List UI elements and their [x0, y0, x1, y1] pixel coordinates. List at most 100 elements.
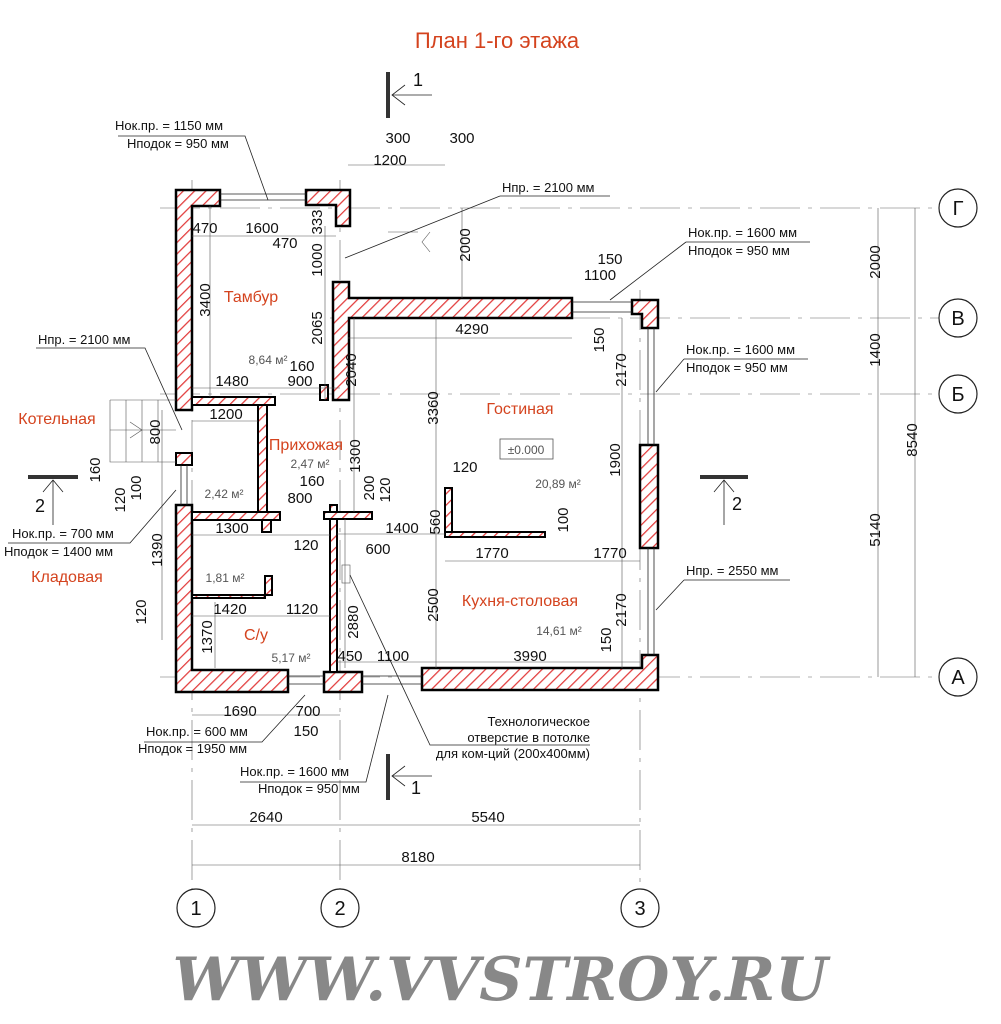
dimension-value: 120 — [112, 487, 129, 512]
note-n8: Нок.пр. = 1600 мм — [240, 764, 349, 779]
dimension-value: 2000 — [457, 228, 474, 261]
section-mark-2-left: 2 — [35, 496, 45, 516]
note-n5: Нподок = 1400 мм — [4, 544, 113, 559]
note-n9: отверстие в потолке — [467, 730, 590, 745]
dimension-value: 600 — [365, 541, 390, 558]
note-n7: Нподок = 1950 мм — [138, 741, 247, 756]
area-kotelnaya: 2,42 м² — [205, 487, 244, 501]
dimension-value: 1420 — [213, 601, 246, 618]
room-label-kladovaya: Кладовая — [31, 569, 103, 586]
note-n5: Нок.пр. = 700 мм — [12, 526, 114, 541]
leader-lines — [8, 135, 810, 783]
dimension-value: 4290 — [455, 321, 488, 338]
note-n0: Нподок = 950 мм — [127, 136, 229, 151]
area-kladovaya: 1,81 м² — [206, 571, 245, 585]
area-su: 5,17 м² — [272, 651, 311, 665]
dimension-value: 100 — [128, 475, 145, 500]
note-n1: Нпр. = 2100 мм — [502, 180, 595, 195]
dimension-value: 1200 — [209, 406, 242, 423]
dimension-value: 2170 — [613, 593, 630, 626]
room-label-prikhozhaya: Прихожая — [269, 437, 343, 454]
axis-label-1: 1 — [190, 898, 201, 920]
note-n8: Нподок = 950 мм — [258, 781, 360, 796]
note-n3: Нок.пр. = 1600 мм — [686, 342, 795, 357]
dimension-value: 200 — [361, 475, 378, 500]
note-n6: Нпр. = 2550 мм — [686, 563, 779, 578]
dimension-value: 150 — [591, 327, 608, 352]
dimension-value: 5540 — [471, 809, 504, 826]
dimension-value: 1600 — [245, 220, 278, 237]
axis-label-a: А — [951, 667, 965, 689]
dimension-value: 300 — [385, 130, 410, 147]
dimension-value: 120 — [293, 537, 318, 554]
dimension-value: 2500 — [425, 588, 442, 621]
note-n3: Нподок = 950 мм — [686, 360, 788, 375]
dimension-value: 1400 — [385, 520, 418, 537]
dimension-value: 1480 — [215, 373, 248, 390]
section-mark-2-right: 2 — [732, 494, 742, 514]
dimension-value: 3360 — [425, 391, 442, 424]
room-label-gostinaya: Гостиная — [486, 401, 553, 418]
dimension-value: 1770 — [475, 545, 508, 562]
dimension-value: 120 — [133, 599, 150, 624]
dimension-value: 900 — [287, 373, 312, 390]
dimension-value: 1370 — [199, 620, 216, 653]
area-kukhnya: 14,61 м² — [536, 624, 582, 638]
walls — [174, 188, 660, 694]
dimension-value: 560 — [427, 509, 444, 534]
dimension-value: 300 — [449, 130, 474, 147]
watermark: WWW.VVSTROY.RU — [172, 945, 831, 1015]
room-label-kotelnaya: Котельная — [18, 411, 95, 428]
dimension-value: 450 — [337, 648, 362, 665]
dimension-value: 800 — [287, 490, 312, 507]
area-prikhozhaya: 2,47 м² — [291, 457, 330, 471]
axis-label-3: 3 — [634, 898, 645, 920]
axis-label-b: Б — [951, 384, 964, 406]
room-label-su: С/у — [244, 627, 268, 644]
note-n9: для ком-ций (200х400мм) — [436, 746, 590, 761]
room-label-tambur: Тамбур — [224, 289, 278, 306]
dimension-value: 1300 — [215, 520, 248, 537]
dimension-value: 1390 — [149, 533, 166, 566]
dimension-value: 800 — [147, 419, 164, 444]
dimension-value: 1770 — [593, 545, 626, 562]
dimension-value: 1900 — [607, 443, 624, 476]
dimension-value: 160 — [289, 358, 314, 375]
page-title: План 1-го этажа — [415, 28, 580, 53]
area-tambur: 8,64 м² — [249, 353, 288, 367]
axis-bubbles — [176, 188, 978, 928]
note-n4: Нпр. = 2100 мм — [38, 332, 131, 347]
note-n0: Нок.пр. = 1150 мм — [115, 118, 223, 133]
dimension-value: 2880 — [345, 605, 362, 638]
axis-label-g: Г — [953, 198, 964, 220]
dimension-value: 1690 — [223, 703, 256, 720]
dimension-value: 150 — [597, 251, 622, 268]
dimension-value: 160 — [87, 457, 104, 482]
dimension-value: 120 — [452, 459, 477, 476]
dimension-value: 470 — [272, 235, 297, 252]
area-gostinaya: 20,89 м² — [535, 477, 581, 491]
dimension-value: 333 — [309, 209, 326, 234]
dimension-value: 1300 — [347, 439, 364, 472]
dimension-value: 150 — [293, 723, 318, 740]
dimension-value: 2065 — [309, 311, 326, 344]
dimension-value: 700 — [295, 703, 320, 720]
axis-label-2: 2 — [334, 898, 345, 920]
dimension-value: 100 — [555, 507, 572, 532]
dimension-value: 3400 — [197, 283, 214, 316]
dimension-value: 1000 — [309, 243, 326, 276]
dimension-value: 1100 — [584, 267, 616, 284]
dimension-value: 2640 — [249, 809, 282, 826]
dimension-value: 120 — [377, 477, 394, 502]
note-n2: Нок.пр. = 1600 мм — [688, 225, 797, 240]
note-n7: Нок.пр. = 600 мм — [146, 724, 248, 739]
section-marks — [28, 72, 748, 800]
dimension-value: 5140 — [867, 513, 884, 546]
level-mark: ±0.000 — [508, 443, 545, 457]
dimension-value: 150 — [598, 627, 615, 652]
dimension-value: 1120 — [286, 601, 318, 618]
section-mark-1-bottom: 1 — [411, 778, 421, 798]
dimension-value: 3990 — [513, 648, 546, 665]
dimension-value: 160 — [299, 473, 324, 490]
